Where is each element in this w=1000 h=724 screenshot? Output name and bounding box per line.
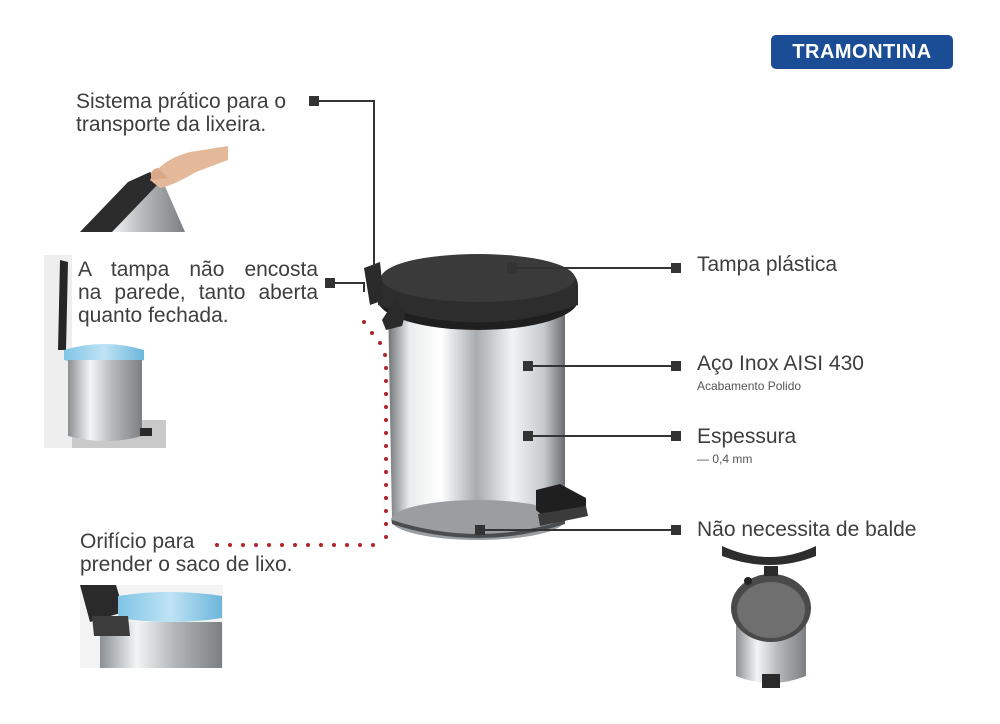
callout-lid-wall: A tampa não encosta na parede, tanto abe… [78,258,318,327]
callout-lid-wall-line2: na parede, tanto aberta [78,281,318,304]
callout-lid-title: Tampa plástica [697,253,838,276]
hand-carry-photo [80,146,228,232]
callout-thickness-subtitle: — 0,4 mm [697,452,753,466]
callout-bag-hole-line2: prender o saco de lixo. [80,553,293,576]
callout-bag-hole-line1: Orifício para [80,530,195,553]
brand-name: TRAMONTINA [792,40,932,63]
brand-logo: TRAMONTINA [771,35,953,69]
callout-lid-wall-line3: quanto fechada. [78,304,229,327]
callout-bucket: Não necessita de balde [697,518,917,541]
callout-thickness-title: Espessura [697,425,797,448]
main-bin [364,254,588,540]
callout-lid: Tampa plástica [697,253,837,276]
callout-transport-line2: transporte da lixeira. [76,113,267,136]
bag-hole-dotted-leader [215,320,388,547]
callout-transport-line1: Sistema prático para o [76,90,287,113]
callout-transport: Sistema prático para o transporte da lix… [76,90,286,136]
leader-lines [316,100,676,531]
callout-steel: Aço Inox AISI 430 Acabamento Polido [697,352,864,393]
callout-bag-hole: Orifício para prender o saco de lixo. [80,530,292,576]
callout-steel-subtitle: Acabamento Polido [697,379,802,393]
lid-wall-photo [44,255,166,448]
callout-lid-wall-line1: A tampa não encosta [78,258,318,281]
callout-thickness: Espessura — 0,4 mm [697,425,796,466]
leader-endpoints [309,96,681,535]
open-bin-photo [722,546,816,688]
callout-bucket-title: Não necessita de balde [697,518,917,541]
callout-steel-title: Aço Inox AISI 430 [697,352,864,375]
bag-hole-photo [80,585,223,668]
